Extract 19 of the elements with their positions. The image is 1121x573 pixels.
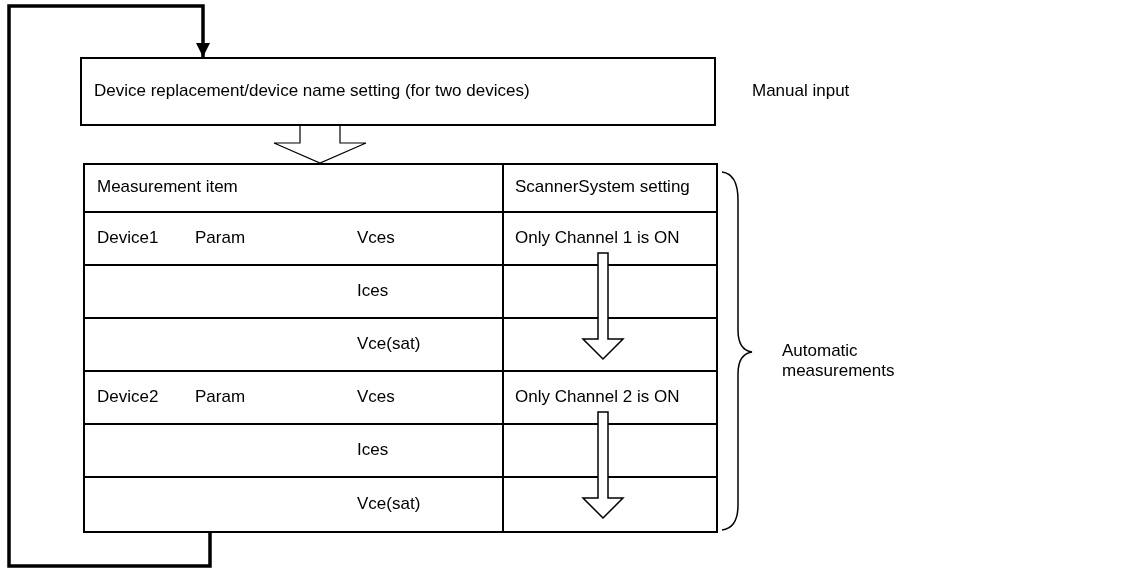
table-cell-text: Vce(sat): [357, 493, 421, 514]
table-cell-text: Only Channel 2 is ON: [515, 386, 680, 407]
arrow: [7, 4, 212, 568]
column-header: Measurement item: [97, 177, 238, 197]
column-header: ScannerSystem setting: [515, 177, 690, 197]
table-cell-text: Param: [195, 386, 246, 407]
side-note: Manual input: [752, 81, 850, 101]
table-cell-text: Vce(sat): [357, 333, 421, 354]
table-cell-text: Param: [195, 227, 246, 248]
table-cell-text: Vces: [357, 227, 395, 248]
table-cell-text: Device2: [97, 386, 159, 407]
table-cell-text: Only Channel 1 is ON: [515, 227, 680, 248]
box-text: Device replacement/device name setting (for two devices): [94, 81, 530, 101]
block-arrow: [273, 125, 367, 164]
table-cell-text: Ices: [357, 439, 389, 460]
table-cell-text: Ices: [357, 280, 389, 301]
side-note: Automatic measurements: [782, 341, 896, 381]
table-cell-text: Device1: [97, 227, 159, 248]
table-cell-text: Vces: [357, 386, 395, 407]
